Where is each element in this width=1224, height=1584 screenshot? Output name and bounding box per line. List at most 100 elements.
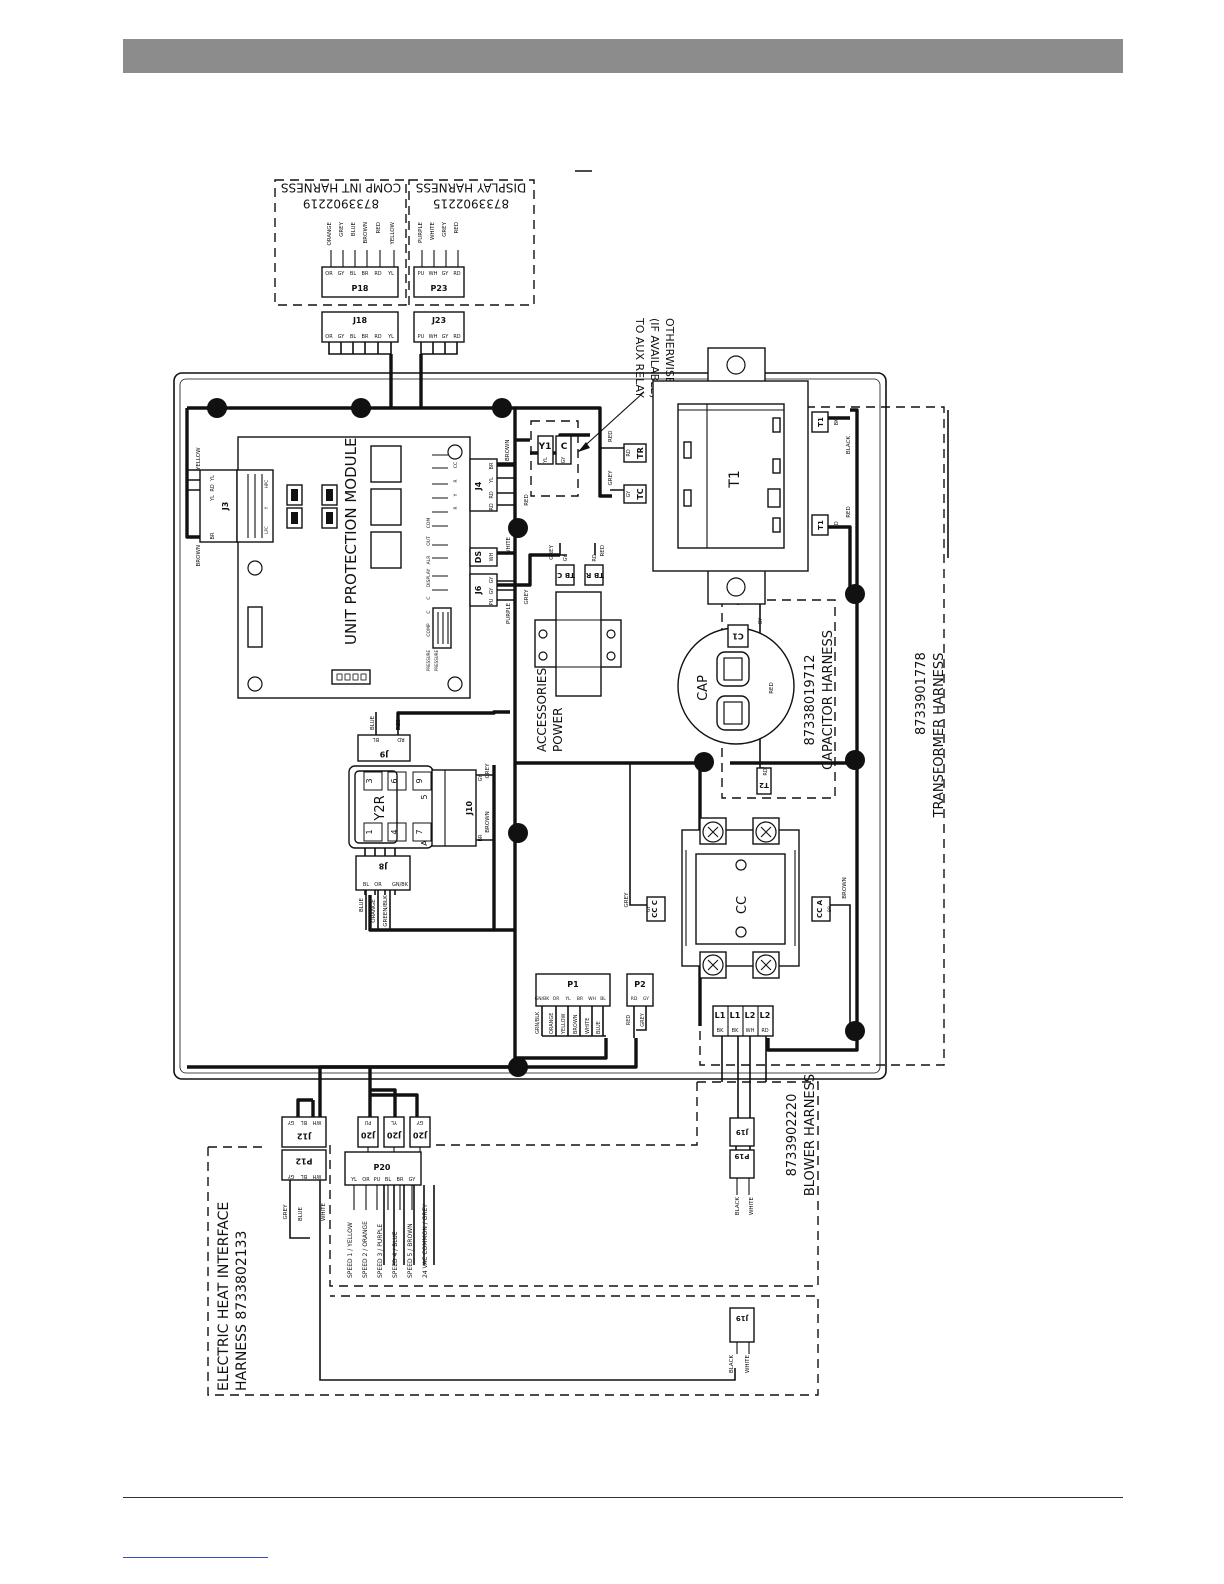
wire-label-grey: GREY — [524, 589, 530, 605]
wire-label-red: RED — [396, 718, 402, 730]
relay-pin-label: 1 — [365, 829, 374, 834]
pin-label: GY — [338, 271, 346, 277]
pin-label: YL — [564, 996, 571, 1002]
p12-connector: P12 GY BL WH GREY BLUE WHITE — [281, 1149, 327, 1221]
pin-label: RD — [489, 503, 495, 510]
j20-label: J20 — [413, 1131, 429, 1140]
module-label: ALR — [426, 556, 432, 565]
wire-label: BROWN — [573, 1014, 579, 1034]
speed-label: SPEED 1 / YELLOW — [347, 1222, 354, 1278]
l-terminal-label: L1 — [715, 1011, 726, 1020]
wire-label-blue: BLUE — [359, 897, 365, 912]
relay-pin-label: 6 — [390, 778, 399, 783]
wire-label-grey: GREY — [485, 763, 491, 779]
wire-label: WHITE — [321, 1202, 327, 1221]
j10-label: J10 — [465, 801, 474, 817]
j20-connectors: J20 J20 J20 PU YL GY — [357, 1116, 431, 1148]
wire-label: RED — [626, 1015, 632, 1026]
pin-label: GY — [563, 554, 569, 562]
pin-label: YL — [391, 1119, 398, 1125]
speed-label: 24 VAC COMMON / GREY — [422, 1204, 429, 1278]
pin-label: GY — [646, 906, 652, 912]
wire-label: YELLOW — [561, 1013, 567, 1035]
pin-label: OR — [325, 334, 333, 340]
j19-label: J19 — [736, 1128, 749, 1136]
j12-connector: J12 GY BL WH — [281, 1116, 327, 1148]
wire-label-red: RED — [524, 494, 530, 506]
pin-label: RD — [834, 521, 840, 528]
module-label: C — [426, 596, 432, 599]
t2-terminal: T2 RD — [756, 767, 772, 795]
pin-label: YL — [387, 334, 394, 340]
module-label: C — [426, 610, 432, 613]
transformer-label: T1 — [727, 470, 743, 488]
wire-label: WHITE — [749, 1196, 755, 1215]
wire-label-brown: BROWN — [842, 877, 848, 898]
display-harness-part: 8733902215 — [433, 197, 509, 211]
pin-label: WH — [429, 334, 438, 340]
p19-label: P19 — [734, 1152, 749, 1160]
accessories-label: POWER — [551, 708, 565, 752]
tb-r-terminal: TB R RD RED — [584, 545, 606, 586]
transformer-harness-part: 8733901778 — [914, 652, 929, 735]
ds-connector: DS WH WHITE — [469, 536, 512, 567]
capacitor-harness: 87338019712 CAPACITOR HARNESS — [721, 599, 836, 799]
pin-label: OR — [553, 996, 560, 1002]
tr-terminal: TR RD RED — [608, 430, 647, 463]
pin-label: BR — [827, 906, 833, 912]
footer-link-rule — [123, 1557, 268, 1558]
pin-label: RD — [453, 271, 460, 277]
wire-label-red: RED — [608, 430, 614, 442]
module-label: Y — [453, 493, 459, 497]
wire-label-orange: ORANGE — [371, 899, 377, 923]
wire-label: BLUE — [596, 1021, 602, 1034]
pin-label: BL — [363, 882, 369, 888]
cc-c-terminal: CC C GY GREY — [624, 892, 666, 922]
p1-label: P1 — [567, 980, 579, 989]
p12-label: P12 — [296, 1157, 313, 1166]
relay-pin-label: A — [420, 840, 429, 846]
wire-label-blue: BLUE — [370, 715, 376, 730]
footer-rule — [123, 1497, 1123, 1498]
t1-label: T1 — [817, 520, 825, 530]
pin-label: YL — [210, 495, 216, 502]
wire-label-brown: BROWN — [505, 440, 511, 461]
wire-label: WHITE — [430, 221, 436, 240]
j12-label: J12 — [297, 1132, 312, 1141]
pin-label: GY — [416, 1119, 424, 1125]
pin-label: BR — [478, 834, 484, 841]
pin-label: BR — [397, 1177, 404, 1183]
j19b-connector: J19 BLACK WHITE — [729, 1307, 755, 1373]
wire-label-red: RED — [846, 506, 852, 518]
wire-label: RED — [376, 222, 382, 234]
module-label: HPC — [264, 480, 269, 488]
l-terminal-label: L2 — [745, 1011, 756, 1020]
j8-label: J8 — [378, 862, 388, 871]
j20-label: J20 — [387, 1131, 403, 1140]
module-label: OUT — [426, 536, 432, 546]
blower-harness: 8733902220 BLOWER HARNESS — [329, 1074, 819, 1287]
pin-label: RD — [489, 491, 495, 498]
pin-label: RD — [453, 334, 460, 340]
j19b-label: J19 — [736, 1314, 749, 1322]
speed-labels: SPEED 1 / YELLOW SPEED 2 / ORANGE SPEED … — [347, 1204, 429, 1278]
cc-a-label: CC A — [816, 899, 824, 918]
module-title: UNIT PROTECTION MODULE — [342, 438, 360, 645]
pin-label: RD — [631, 996, 638, 1002]
accessories-terminal-block: ACCESSORIES POWER — [534, 591, 622, 752]
pin-label: GY — [442, 271, 450, 277]
contactor-cc: CC — [681, 817, 800, 979]
wire-label-white: WHITE — [506, 536, 512, 555]
j4-label: J4 — [474, 481, 483, 491]
pin-label: RD — [626, 449, 632, 456]
t2-label: T2 — [759, 781, 769, 789]
pin-label: PU — [489, 598, 495, 605]
comp-int-harness-title: COMP INT HARNESS — [281, 181, 401, 195]
pin-label: YL — [350, 1177, 357, 1183]
accessories-label: ACCESSORIES — [535, 668, 549, 752]
pin-label: GY — [478, 774, 484, 782]
speed-label: SPEED 3 / PURPLE — [377, 1224, 384, 1278]
pin-label: BR — [210, 532, 216, 539]
p1-connector: P1 GN/BK OR YL BR WH BL GRN/BLK ORANGE Y… — [535, 973, 611, 1037]
